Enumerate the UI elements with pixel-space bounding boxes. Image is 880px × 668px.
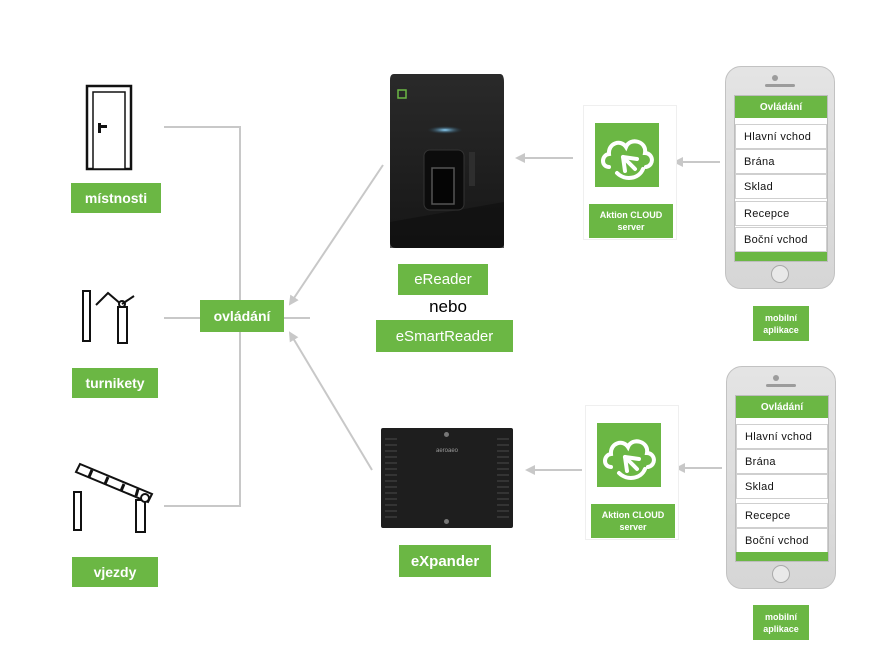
cloud-label-2-line2: server — [619, 522, 647, 532]
app-item-side-entrance[interactable]: Boční vchod — [735, 227, 827, 252]
label-mobile-app-1-line1: mobilní — [765, 312, 797, 323]
app-header: Ovládání — [736, 396, 828, 418]
app-item-storage[interactable]: Sklad — [735, 174, 827, 199]
phone-camera — [773, 375, 779, 381]
label-rooms: místnosti — [71, 183, 161, 213]
app-item-main-entrance[interactable]: Hlavní vchod — [736, 424, 828, 449]
cloud-logo-1 — [595, 123, 659, 187]
app-item-main-entrance[interactable]: Hlavní vchod — [735, 124, 827, 149]
phone-home-button — [771, 265, 789, 283]
cloud-server-1: Aktion CLOUD server — [583, 105, 677, 240]
turnstile-icon — [82, 290, 135, 344]
door-icon — [85, 84, 133, 171]
cloud-sync-icon — [603, 439, 656, 480]
phone-1: Ovládání Hlavní vchod Brána Sklad Recepc… — [725, 66, 835, 289]
label-mobile-app-2-line2: aplikace — [763, 623, 799, 634]
app-footer — [735, 252, 827, 261]
phone-2: Ovládání Hlavní vchod Brána Sklad Recepc… — [726, 366, 836, 589]
screw-bottom — [444, 519, 449, 524]
label-turnstiles: turnikety — [72, 368, 158, 398]
screw-top — [444, 432, 449, 437]
label-mobile-app-2-line1: mobilní — [765, 611, 797, 622]
cloud-label-2: Aktion CLOUD server — [591, 504, 675, 538]
phone-home-button — [772, 565, 790, 583]
expander-device: aeroaeo — [381, 428, 513, 528]
expander-brand: aeroaeo — [435, 448, 459, 454]
app-footer — [736, 552, 828, 561]
app-item-gate[interactable]: Brána — [735, 149, 827, 174]
app-item-side-entrance[interactable]: Boční vchod — [736, 528, 828, 553]
phone-camera — [772, 75, 778, 81]
label-esmartreader: eSmartReader — [376, 320, 513, 352]
app-item-gate[interactable]: Brána — [736, 449, 828, 474]
phone-speaker — [765, 84, 795, 87]
expander-vent-left — [385, 434, 397, 522]
phone-screen: Ovládání Hlavní vchod Brána Sklad Recepc… — [735, 395, 829, 562]
app-item-storage[interactable]: Sklad — [736, 474, 828, 499]
or-text: nebo — [429, 297, 467, 316]
cloud-label-1: Aktion CLOUD server — [589, 204, 673, 238]
expander-to-hub-arrow — [288, 331, 373, 471]
cloud-sync-icon — [601, 139, 654, 180]
expander-vent-right — [497, 434, 509, 522]
cloud-server-2: Aktion CLOUD server — [585, 405, 679, 540]
app-header: Ovládání — [735, 96, 827, 118]
barrier-icon — [73, 462, 154, 533]
label-expander: eXpander — [399, 545, 491, 577]
cloud-label-1-line2: server — [617, 222, 645, 232]
phone-screen: Ovládání Hlavní vchod Brána Sklad Recepc… — [734, 95, 828, 262]
phone-speaker — [766, 384, 796, 387]
hub-label: ovládání — [200, 300, 284, 332]
cloud-label-2-line1: Aktion CLOUD — [601, 510, 665, 520]
cloud-label-1-line1: Aktion CLOUD — [599, 210, 663, 220]
app-item-reception[interactable]: Recepce — [736, 503, 828, 528]
label-entries: vjezdy — [72, 557, 158, 587]
label-mobile-app-1-line2: aplikace — [763, 324, 799, 335]
ereader-device — [390, 74, 504, 248]
label-mobile-app-2: mobilní aplikace — [753, 605, 809, 640]
cloud-logo-2 — [597, 423, 661, 487]
ereader-to-hub-arrow — [288, 164, 384, 306]
app-item-reception[interactable]: Recepce — [735, 201, 827, 226]
label-mobile-app-1: mobilní aplikace — [753, 306, 809, 341]
label-ereader: eReader — [398, 264, 488, 295]
